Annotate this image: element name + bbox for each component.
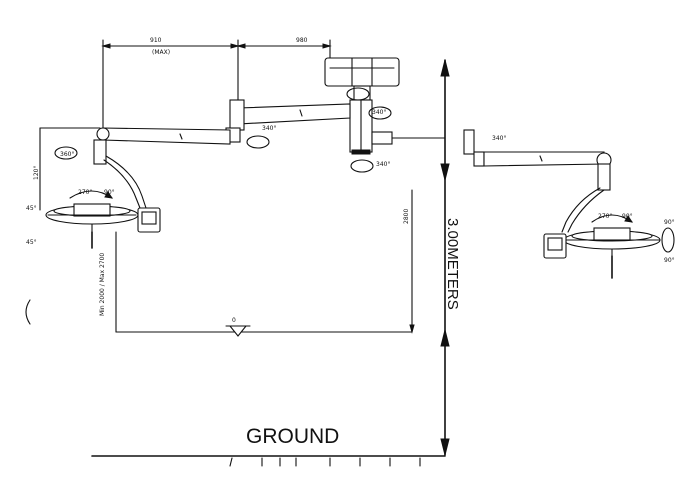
dim-lamp-min-max: Min 2000 / Max 2700 bbox=[99, 253, 106, 316]
rot-arm-center-right: 340° bbox=[372, 109, 386, 116]
rot-arm-left: 360° bbox=[60, 151, 74, 158]
height-dimension bbox=[440, 59, 450, 456]
rot-left-margin-a: 45° bbox=[26, 205, 37, 212]
dim-ceiling-height: 2800 bbox=[403, 209, 410, 224]
dim-top-right: 980 bbox=[296, 37, 308, 44]
height-label: 3.00METERS bbox=[444, 218, 461, 310]
rot-head-left-top: 270° bbox=[78, 189, 92, 196]
dim-top-left: 910 bbox=[150, 37, 162, 44]
rot-arm-center-down: 340° bbox=[376, 161, 390, 168]
rotation-callouts bbox=[25, 87, 675, 325]
left-height-frame bbox=[39, 127, 415, 334]
ground-label: GROUND bbox=[246, 425, 339, 448]
rot-arm-joint: 340° bbox=[262, 125, 276, 132]
rot-right-edge-b: 90° bbox=[664, 257, 675, 264]
ground-line bbox=[91, 455, 446, 467]
floor-mark-label: 0 bbox=[232, 317, 236, 324]
central-column bbox=[349, 99, 446, 155]
rot-head-right-side: 90° bbox=[622, 213, 633, 220]
rot-left-margin-b: 45° bbox=[26, 239, 37, 246]
dim-top-left-sub: (MAX) bbox=[152, 49, 170, 56]
right-lamp-head bbox=[543, 214, 661, 279]
top-dimension-lines bbox=[101, 39, 332, 131]
rot-left-vertical: 120° bbox=[33, 166, 40, 180]
ceiling-mount bbox=[324, 57, 400, 101]
left-arm bbox=[93, 99, 351, 209]
rot-head-left-side: 90° bbox=[104, 189, 115, 196]
floor-mark bbox=[225, 325, 251, 337]
rot-right-edge-a: 90° bbox=[664, 219, 675, 226]
rot-arm-right: 340° bbox=[492, 135, 506, 142]
rot-head-right-top: 270° bbox=[598, 213, 612, 220]
right-arm bbox=[463, 129, 612, 233]
left-lamp-head bbox=[45, 190, 161, 249]
